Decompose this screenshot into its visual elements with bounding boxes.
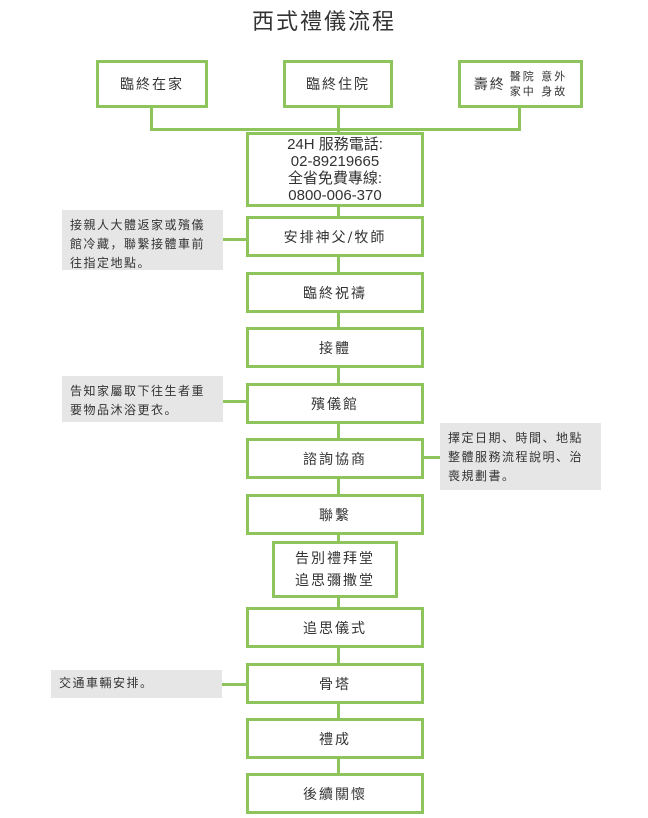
box-natural-death: 壽終 醫院 意外家中 身故 (458, 60, 583, 108)
step: 殯儀館 (246, 383, 424, 424)
connector (337, 107, 340, 133)
label: 追思彌撒堂 (295, 572, 375, 589)
title: 西式禮儀流程 (251, 10, 396, 35)
connector (222, 238, 248, 241)
step: 接體 (246, 327, 424, 368)
label: 壽終 (473, 77, 506, 93)
note: 告知家屬取下往生者重要物品沐浴更衣。 (62, 376, 223, 422)
step: 臨終祝禱 (246, 272, 424, 313)
note: 擇定日期、時間、地點整體服務流程說明、治喪規劃書。 (440, 423, 601, 490)
step: 諮詢協商 (246, 438, 424, 479)
note: 交通車輛安排。 (51, 670, 222, 698)
note: 接親人大體返家或殯儀館冷藏，聯繫接體車前往指定地點。 (62, 210, 223, 270)
label: 告別禮拜堂 (295, 550, 375, 567)
step: 後續關懷 (246, 773, 424, 814)
connector (422, 456, 442, 459)
step: 聯繫 (246, 494, 424, 535)
phone-number: 02-89219665 (290, 152, 380, 170)
step: 追思儀式 (246, 607, 424, 648)
step: 骨塔 (246, 663, 424, 704)
connector (222, 683, 248, 686)
phone-label: 24H 服務電話: (287, 135, 383, 153)
connector (150, 128, 521, 131)
connector (150, 107, 153, 131)
box-hospital: 臨終住院 (283, 60, 393, 108)
step: 禮成 (246, 718, 424, 759)
connector (222, 400, 248, 403)
box-phone: 24H 服務電話: 02-89219665 全省免費專線: 0800-006-3… (246, 132, 424, 207)
box-home: 臨終在家 (96, 60, 208, 108)
label: 醫院 意外家中 身故 (509, 70, 568, 98)
step-chapel: 告別禮拜堂追思彌撒堂 (272, 541, 398, 598)
tollfree-label: 全省免費專線: (287, 169, 383, 187)
connector (518, 107, 521, 131)
tollfree-number: 0800-006-370 (288, 186, 382, 204)
step: 安排神父/牧師 (246, 216, 424, 257)
